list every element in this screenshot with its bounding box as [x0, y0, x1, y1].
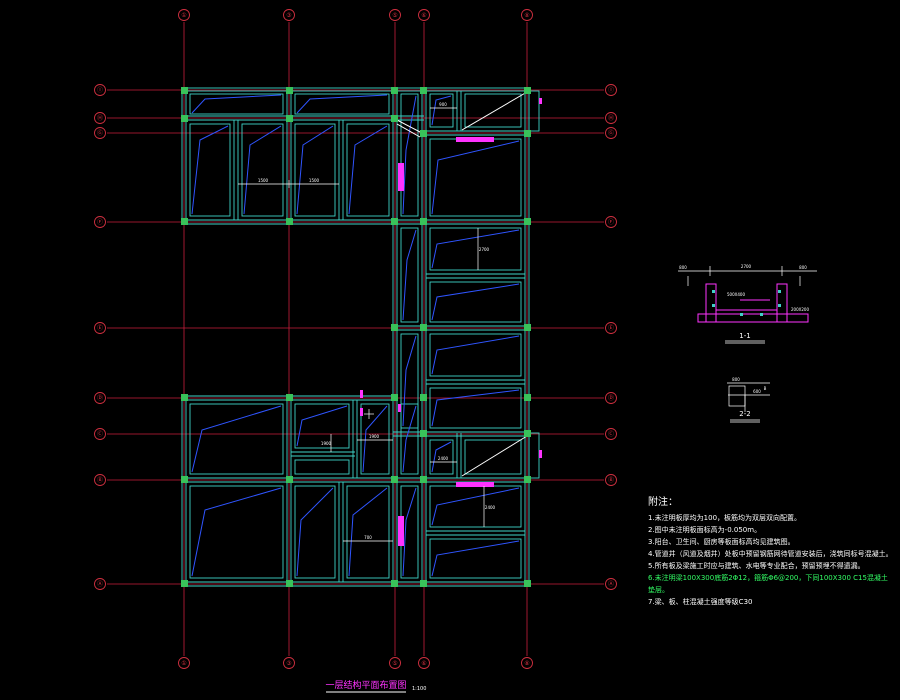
axis-label-h4-right: Ⓓ	[608, 394, 614, 402]
dim-label-3: 2700	[479, 247, 490, 252]
axis-label-h6-left: Ⓕ	[97, 218, 103, 226]
beam-outlines	[181, 87, 540, 587]
stair-diagonal-top	[461, 91, 528, 131]
section-2-tag: B	[764, 386, 767, 391]
stair-diagonal-slab-2	[396, 123, 421, 138]
axis-bubble-v4-top	[418, 9, 430, 21]
axis-label-h7-left: Ⓖ	[97, 129, 103, 137]
axis-label-h8-right: Ⓗ	[608, 114, 614, 122]
axis-bubble-v2-bottom	[283, 657, 295, 669]
axis-bubble-v5-bottom	[521, 657, 533, 669]
axis-label-v2-top: ③	[286, 12, 291, 19]
axis-label-h5-right: Ⓔ	[608, 324, 614, 332]
axis-label-h9-right: Ⓘ	[608, 86, 614, 94]
axis-label-v3-top: ⑤	[392, 12, 397, 19]
slab-tag-2	[398, 163, 404, 191]
dim-label-5: 1900	[369, 434, 380, 439]
dim-label-8: 700	[364, 535, 372, 540]
section-2-dim-b: 600	[753, 389, 761, 394]
axis-label-v1-bottom: ①	[181, 660, 186, 667]
section-detail-2-2: 800 600 B 2-2	[727, 377, 770, 423]
section-1-dim-left: 800	[679, 265, 687, 270]
axis-label-v3-bottom: ⑤	[392, 660, 397, 667]
note-line-2: 2.图中未注明板面标高为-0.050m。	[648, 526, 762, 534]
note-line-5: 5.所有板及梁施工时应与建筑、水电等专业配合，预留预埋不得遗漏。	[648, 562, 865, 570]
column-markers	[181, 87, 531, 587]
section-2-label: 2-2	[739, 410, 750, 418]
axis-label-h9-left: Ⓘ	[97, 86, 103, 94]
axis-label-v4-top: ⑥	[421, 12, 426, 19]
stair-diagonal-slab	[396, 119, 423, 134]
section-marker-left	[360, 408, 363, 416]
section-1-dim-right: 800	[799, 265, 807, 270]
axis-label-v2-bottom: ③	[286, 660, 291, 667]
axis-bubble-v2-top	[283, 9, 295, 21]
section-1-dim-top: 2700	[741, 264, 752, 269]
slab-tag-1	[456, 137, 494, 142]
axis-label-h2-left: Ⓑ	[97, 476, 103, 484]
axis-label-h3-right: Ⓒ	[608, 430, 614, 438]
dim-label-1: 1500	[258, 178, 269, 183]
axis-label-h5-left: Ⓔ	[97, 324, 103, 332]
axis-bubble-v1-bottom	[178, 657, 190, 669]
drawing-scale: 1:100	[412, 686, 426, 692]
axis-label-v1-top: ①	[181, 12, 186, 19]
opening-marker-top	[539, 98, 542, 104]
section-2-dim-a: 800	[732, 377, 740, 382]
slab-tag-4	[398, 516, 404, 546]
dim-label-2: 1500	[309, 178, 320, 183]
axis-label-v4-bottom: ⑥	[421, 660, 426, 667]
axis-bubble-v3-bottom	[389, 657, 401, 669]
dim-label-6: 2400	[438, 456, 449, 461]
axis-label-h6-right: Ⓕ	[608, 218, 614, 226]
axis-label-v5-bottom: ⑧	[524, 660, 529, 667]
note-line-3: 3.阳台、卫生间、厨房等板面标高均见建筑图。	[648, 538, 795, 546]
axis-bubble-v5-top	[521, 9, 533, 21]
note-line-4: 4.管道井（风道及烟井）处板中预留钢筋网待管道安装后，浇筑同标号混凝土。	[648, 550, 893, 558]
dim-label-4: 1900	[321, 441, 332, 446]
drawing-title: 一层结构平面布置图	[325, 679, 406, 691]
axis-label-h4-left: Ⓓ	[97, 394, 103, 402]
notes-title: 附注：	[648, 497, 678, 508]
axis-label-h8-left: Ⓗ	[97, 114, 103, 122]
axis-bubble-v3-top	[389, 9, 401, 21]
section-1-tag-b: 200X200	[791, 307, 809, 312]
axis-label-h2-right: Ⓑ	[608, 476, 614, 484]
slab-tag-3	[456, 482, 494, 487]
section-marker-right	[398, 404, 401, 412]
slab-rebar-lines	[191, 94, 520, 577]
axis-label-h7-right: Ⓖ	[608, 129, 614, 137]
section-1-tag-a: 500X400	[727, 292, 745, 297]
section-detail-1-1: 800 800 2700 500X400 200X200 1-1	[678, 264, 817, 344]
dim-label-9: 900	[439, 102, 447, 107]
stair-diagonal-bottom	[461, 435, 528, 477]
axis-label-h3-left: Ⓒ	[97, 430, 103, 438]
axis-label-v5-top: ⑧	[524, 12, 529, 19]
note-line-6: 6.未注明梁100X300底筋2Φ12，箍筋Φ6@200，下同100X300 C…	[648, 574, 888, 594]
axis-label-h1-right: Ⓐ	[608, 580, 614, 588]
section-1-label: 1-1	[739, 332, 750, 340]
axis-bubble-v1-top	[178, 9, 190, 21]
section-marker-mid	[360, 390, 363, 398]
opening-marker-bottom	[539, 450, 542, 458]
axis-label-h1-left: Ⓐ	[97, 580, 103, 588]
axis-bubble-v4-bottom	[418, 657, 430, 669]
note-line-7: 7.梁、板、柱混凝土强度等级C30	[648, 598, 753, 606]
dim-label-7: 2400	[485, 505, 496, 510]
note-line-1: 1.未注明板厚均为100，板筋均为双层双向配置。	[648, 514, 802, 522]
general-notes: 附注： 1.未注明板厚均为100，板筋均为双层双向配置。 2.图中未注明板面标高…	[648, 497, 893, 608]
